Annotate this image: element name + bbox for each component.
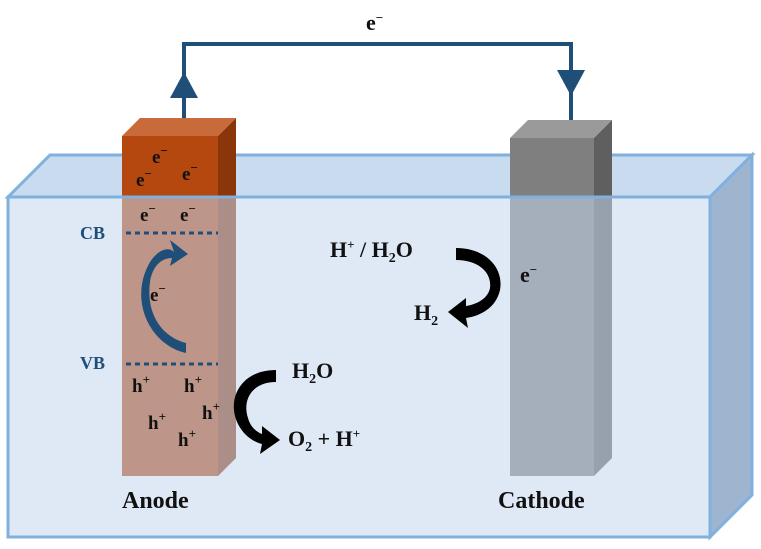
external-electron-label: e−​ bbox=[366, 10, 383, 35]
anode-hole-3: h+​ bbox=[148, 409, 166, 434]
anode-band-diagram: e−​ e−​ e−​ e−​ e−​ CB VB e−​ h+​ h+​ h+… bbox=[80, 143, 220, 451]
anode-hole-1: h+​ bbox=[132, 372, 150, 397]
cathode-reaction-arrow bbox=[448, 248, 501, 328]
cathode-reactant: H+​ / H2​O bbox=[330, 237, 413, 266]
anode-electron-4: e−​ bbox=[140, 201, 156, 226]
anode-reaction: H2​O O2​ + H+​ bbox=[233, 358, 360, 455]
excited-electron-label: e−​ bbox=[150, 281, 166, 306]
anode-electron-1: e−​ bbox=[152, 143, 168, 168]
anode-top-face bbox=[122, 118, 236, 136]
anode-label: Anode bbox=[122, 488, 189, 514]
cathode-label: Cathode bbox=[498, 488, 585, 514]
external-wire bbox=[182, 42, 573, 96]
anode-reactant: H2​O bbox=[292, 358, 333, 387]
cathode-reaction: H+​ / H2​O e−​ H2​ bbox=[330, 237, 537, 329]
anode-hole-2: h+​ bbox=[184, 372, 202, 397]
valence-band-label: VB bbox=[80, 353, 105, 373]
anode-reaction-arrow bbox=[233, 370, 280, 454]
electrolyte-top-surface bbox=[4, 153, 756, 199]
conduction-band-label: CB bbox=[80, 223, 105, 243]
up-arrow-icon bbox=[170, 72, 198, 98]
excitation-arrow bbox=[141, 240, 188, 353]
cathode-electron-label: e−​ bbox=[520, 262, 537, 287]
anode-electron-3: e−​ bbox=[182, 160, 198, 185]
electrolyte-side-face bbox=[708, 151, 754, 541]
anode-product: O2​ + H+​ bbox=[288, 426, 360, 455]
cathode-top-face bbox=[510, 120, 612, 138]
external-circuit: e−​ bbox=[170, 10, 585, 120]
anode-electron-5: e−​ bbox=[180, 201, 196, 226]
anode-electron-2: e−​ bbox=[136, 166, 152, 191]
anode-hole-5: h+​ bbox=[178, 426, 196, 451]
electrolyte-front-face bbox=[6, 195, 712, 539]
down-arrow-icon bbox=[557, 70, 585, 96]
cathode-product: H2​ bbox=[414, 300, 438, 329]
anode-hole-4: h+​ bbox=[202, 399, 220, 424]
